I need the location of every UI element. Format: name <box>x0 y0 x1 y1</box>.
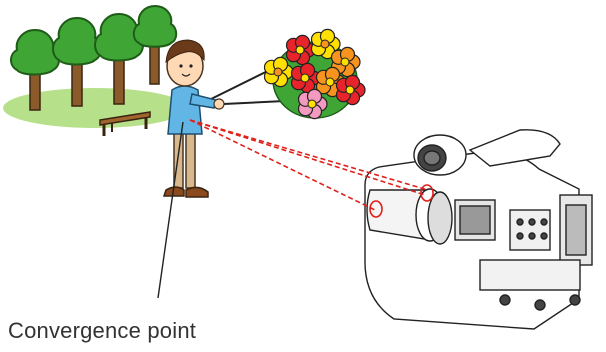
tree-icon <box>132 4 178 85</box>
flower-icon <box>297 88 328 120</box>
bench-icon <box>99 111 151 136</box>
person-figure <box>162 39 225 198</box>
flower-icon <box>290 62 321 94</box>
flower-icon <box>315 66 346 98</box>
convergence-guide-lines <box>189 119 429 211</box>
convergence-point-label: Convergence point <box>8 318 197 343</box>
flower-icon <box>263 56 294 88</box>
tree-group <box>10 4 178 111</box>
flower-icon <box>335 74 366 106</box>
sensor-marker-left <box>369 200 383 218</box>
flower-bouquet <box>263 28 366 120</box>
tree-icon <box>52 16 102 107</box>
flower-icon <box>285 34 316 66</box>
video-camera <box>364 129 593 330</box>
tree-icon <box>10 28 60 111</box>
flower-icon <box>310 28 341 60</box>
convergence-callout-line <box>157 121 184 299</box>
sensor-marker-right <box>420 184 434 202</box>
